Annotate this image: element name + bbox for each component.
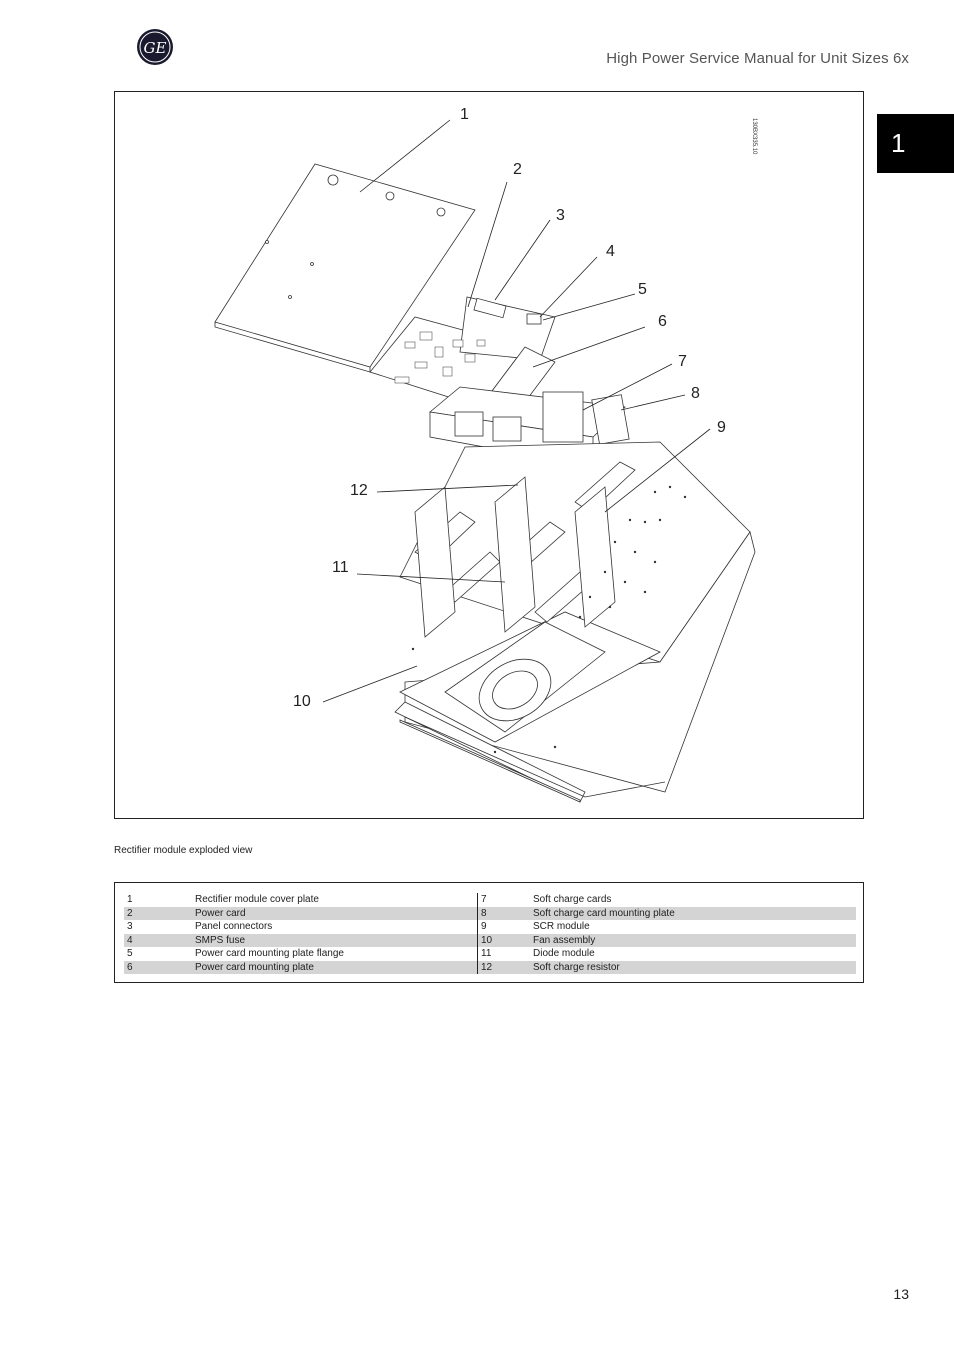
legend-label: Soft charge cards bbox=[533, 894, 612, 905]
legend-row: 7 Soft charge cards bbox=[478, 893, 856, 907]
legend-label: Soft charge card mounting plate bbox=[533, 907, 675, 919]
legend-row: 8 Soft charge card mounting plate bbox=[478, 906, 856, 920]
legend-label: Soft charge resistor bbox=[533, 961, 620, 973]
callout-7: 7 bbox=[678, 353, 687, 370]
document-title: High Power Service Manual for Unit Sizes… bbox=[606, 50, 909, 67]
legend-number: 1 bbox=[127, 894, 133, 905]
legend-label: Fan assembly bbox=[533, 934, 596, 946]
figure-code: 130BX335.10 bbox=[751, 118, 757, 155]
legend-row: 1 Rectifier module cover plate bbox=[124, 893, 480, 907]
legend-row: 12 Soft charge resistor bbox=[478, 960, 856, 974]
legend-number: 12 bbox=[481, 961, 493, 973]
legend-row: 5 Power card mounting plate flange bbox=[124, 947, 480, 961]
callout-11: 11 bbox=[332, 559, 349, 576]
callout-5: 5 bbox=[638, 281, 647, 298]
legend-number: 11 bbox=[481, 948, 492, 959]
legend-label: Power card mounting plate bbox=[195, 961, 314, 973]
legend-row: 4 SMPS fuse bbox=[124, 933, 480, 947]
legend-number: 10 bbox=[481, 934, 493, 946]
legend-table: 1 Rectifier module cover plate 2 Power c… bbox=[114, 882, 864, 983]
legend-number: 4 bbox=[127, 934, 133, 946]
legend-number: 7 bbox=[481, 894, 487, 905]
legend-number: 6 bbox=[127, 961, 133, 973]
legend-number: 3 bbox=[127, 921, 133, 932]
callout-6: 6 bbox=[658, 313, 667, 330]
exploded-view-drawing bbox=[214, 119, 756, 803]
legend-label: SCR module bbox=[533, 921, 590, 932]
legend-row: 11 Diode module bbox=[478, 947, 856, 961]
callout-2: 2 bbox=[513, 161, 522, 178]
callout-1: 1 bbox=[460, 106, 469, 123]
legend-row: 2 Power card bbox=[124, 906, 480, 920]
cover-plate-shape bbox=[214, 163, 476, 368]
callout-4: 4 bbox=[606, 243, 615, 260]
legend-row: 6 Power card mounting plate bbox=[124, 960, 480, 974]
legend-row: 9 SCR module bbox=[478, 920, 856, 934]
callout-12: 12 bbox=[350, 482, 368, 499]
legend-row: 10 Fan assembly bbox=[478, 933, 856, 947]
legend-label: Rectifier module cover plate bbox=[195, 894, 319, 905]
legend-label: SMPS fuse bbox=[195, 934, 246, 946]
legend-number: 9 bbox=[481, 921, 487, 932]
chapter-tab: 1 bbox=[877, 114, 954, 173]
logo-text: GE bbox=[144, 39, 167, 57]
callout-3: 3 bbox=[556, 207, 565, 224]
legend-label: Diode module bbox=[533, 948, 595, 959]
legend-number: 5 bbox=[127, 948, 133, 959]
ge-logo: GE bbox=[136, 28, 174, 66]
figure-frame: 130BX335.10 1 2 3 4 5 6 7 8 9 10 11 12 bbox=[114, 91, 864, 819]
legend-label: Power card bbox=[195, 907, 246, 919]
page-number: 13 bbox=[893, 1286, 909, 1302]
callout-9: 9 bbox=[717, 419, 726, 436]
callout-10: 10 bbox=[293, 693, 311, 710]
legend-column-right: 7 Soft charge cards 8 Soft charge card m… bbox=[477, 893, 856, 974]
legend-number: 2 bbox=[127, 907, 133, 919]
legend-row: 3 Panel connectors bbox=[124, 920, 480, 934]
legend-label: Power card mounting plate flange bbox=[195, 948, 344, 959]
legend-column-left: 1 Rectifier module cover plate 2 Power c… bbox=[124, 893, 480, 974]
figure-caption: Rectifier module exploded view bbox=[114, 845, 253, 856]
legend-label: Panel connectors bbox=[195, 921, 273, 932]
callout-8: 8 bbox=[691, 385, 700, 402]
legend-number: 8 bbox=[481, 907, 487, 919]
